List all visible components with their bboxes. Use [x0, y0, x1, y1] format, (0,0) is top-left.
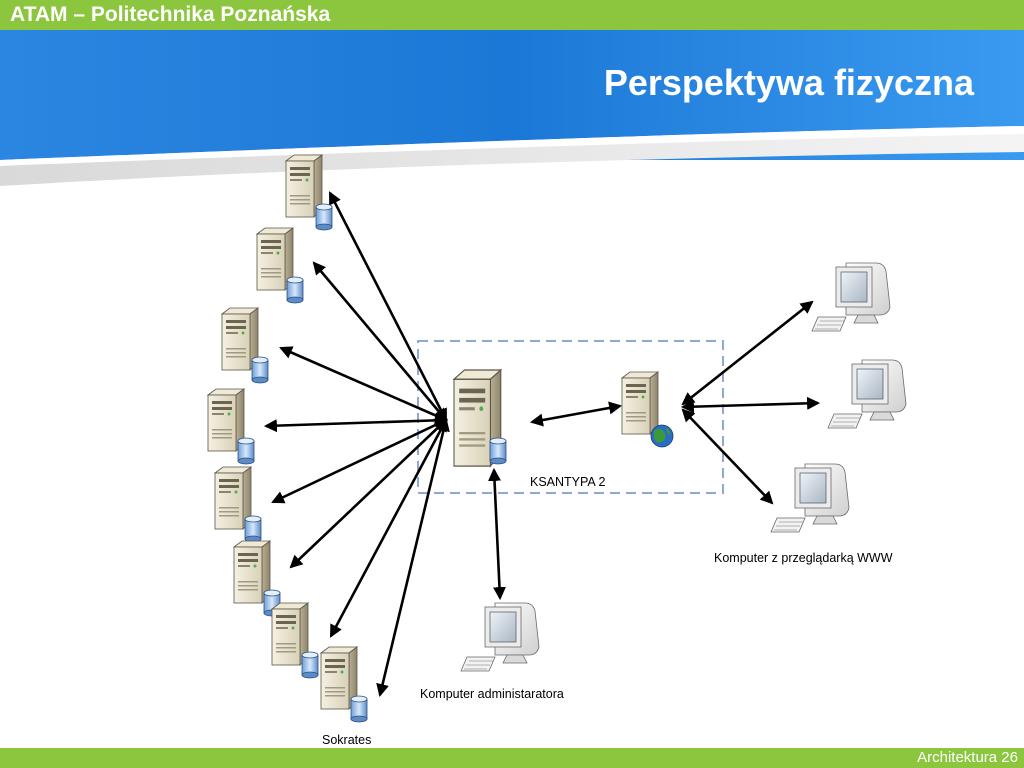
slide-footer: Architektura 26 — [917, 749, 1018, 766]
web-server — [621, 371, 674, 448]
browser-label: Komputer z przeglądarką WWW — [714, 551, 893, 565]
slide-title: Perspektywa fizyczna — [603, 62, 974, 103]
sokrates-label: Sokrates — [322, 733, 371, 747]
browser-computer-3 — [770, 463, 850, 533]
course-title: ATAM – Politechnika Poznańska — [10, 3, 331, 26]
browser-computer-2 — [827, 359, 907, 429]
client-links — [680, 300, 821, 505]
hub-links — [488, 401, 623, 601]
browser-computer-1 — [811, 262, 891, 332]
db-server-2 — [256, 227, 304, 304]
hub-label: KSANTYPA 2 — [530, 475, 606, 489]
db-server-5 — [214, 466, 262, 543]
db-server-3 — [221, 307, 269, 384]
db-server-sokrates — [320, 646, 368, 723]
db-server-links — [263, 191, 450, 698]
admin-label: Komputer administaratora — [420, 687, 564, 701]
bottom-bar: Architektura 26 — [0, 748, 1024, 768]
db-server-7 — [271, 602, 319, 679]
admin-computer — [460, 602, 540, 672]
header-band — [0, 28, 1024, 186]
top-bar: ATAM – Politechnika Poznańska — [0, 0, 1024, 30]
hub-server — [453, 369, 507, 467]
db-server-4 — [207, 388, 255, 465]
db-server-6 — [233, 540, 281, 617]
db-server-1 — [285, 154, 333, 231]
